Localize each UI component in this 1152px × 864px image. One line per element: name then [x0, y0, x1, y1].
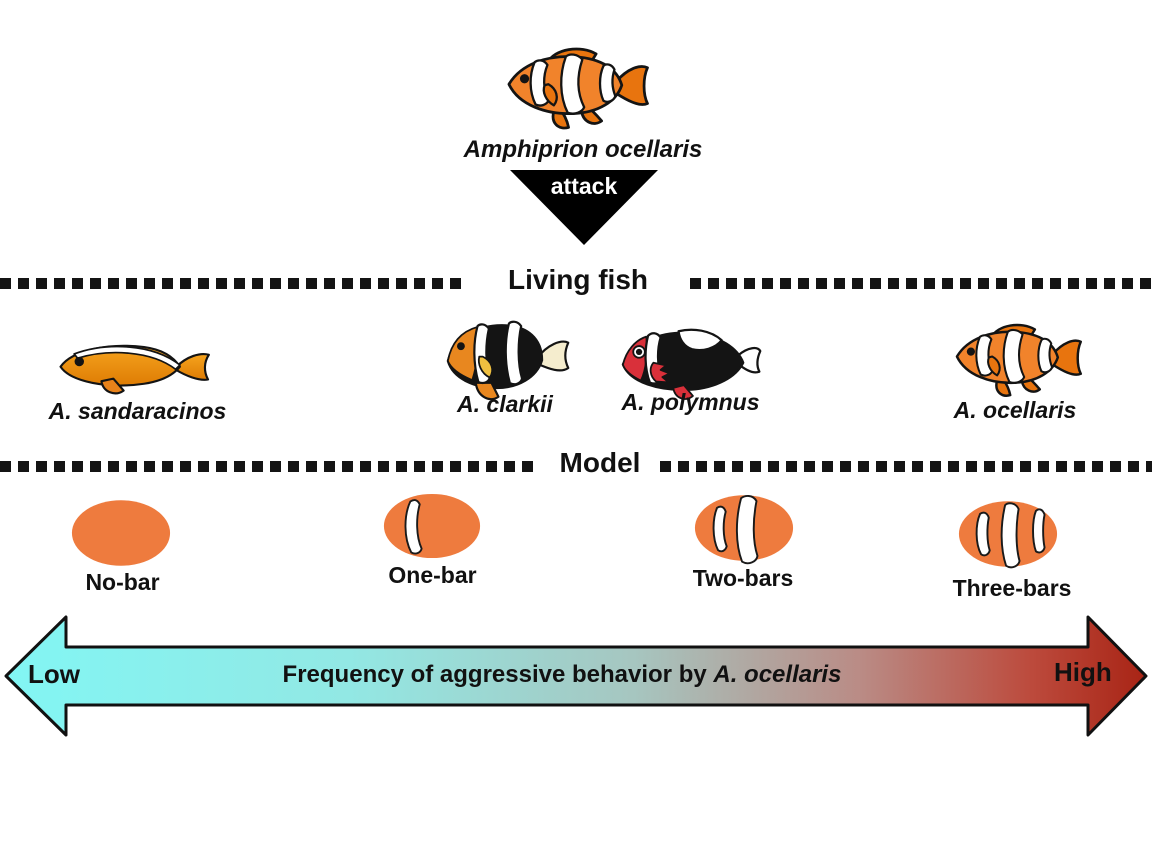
a-ocellaris-fish-icon	[955, 323, 1083, 397]
fish-label-ocellaris: A. ocellaris	[953, 397, 1077, 423]
one-bar-model-icon	[383, 493, 481, 559]
three-bars-model-icon	[958, 501, 1058, 569]
fish-label-sandaracinos: A. sandaracinos	[48, 398, 227, 424]
fish-label-clarkii: A. clarkii	[457, 391, 553, 417]
no-bar-model-icon	[71, 500, 171, 566]
attacker-species-name: Amphiprion ocellaris	[463, 136, 703, 163]
attack-label: attack	[550, 173, 618, 199]
attacker-clownfish-icon	[507, 47, 649, 130]
fish-label-polymnus: A. polymnus	[621, 389, 760, 415]
a-clarkii-fish-icon	[446, 320, 570, 401]
model-label-no-bar: No-bar	[85, 569, 160, 595]
living-fish-divider-right	[690, 278, 1152, 289]
axis-title-species: A. ocellaris	[713, 661, 842, 688]
section-label-model: Model	[559, 447, 641, 478]
a-sandaracinos-fish-icon	[59, 344, 210, 395]
axis-title: Frequency of aggressive behavior by A. o…	[232, 661, 892, 689]
axis-low-label: Low	[28, 659, 80, 689]
living-fish-divider-left	[0, 278, 466, 289]
section-label-living-fish: Living fish	[508, 264, 648, 295]
frequency-axis-arrow-icon	[4, 615, 1148, 737]
a-polymnus-fish-icon	[621, 328, 762, 400]
axis-high-label: High	[1054, 657, 1112, 687]
axis-title-prefix: Frequency of aggressive behavior by	[282, 661, 714, 688]
model-divider-right	[660, 461, 1152, 472]
model-label-two-bars: Two-bars	[692, 565, 794, 591]
model-label-one-bar: One-bar	[388, 562, 477, 588]
model-divider-left	[0, 461, 540, 472]
model-label-three-bars: Three-bars	[952, 575, 1072, 601]
two-bars-model-icon	[694, 495, 794, 565]
